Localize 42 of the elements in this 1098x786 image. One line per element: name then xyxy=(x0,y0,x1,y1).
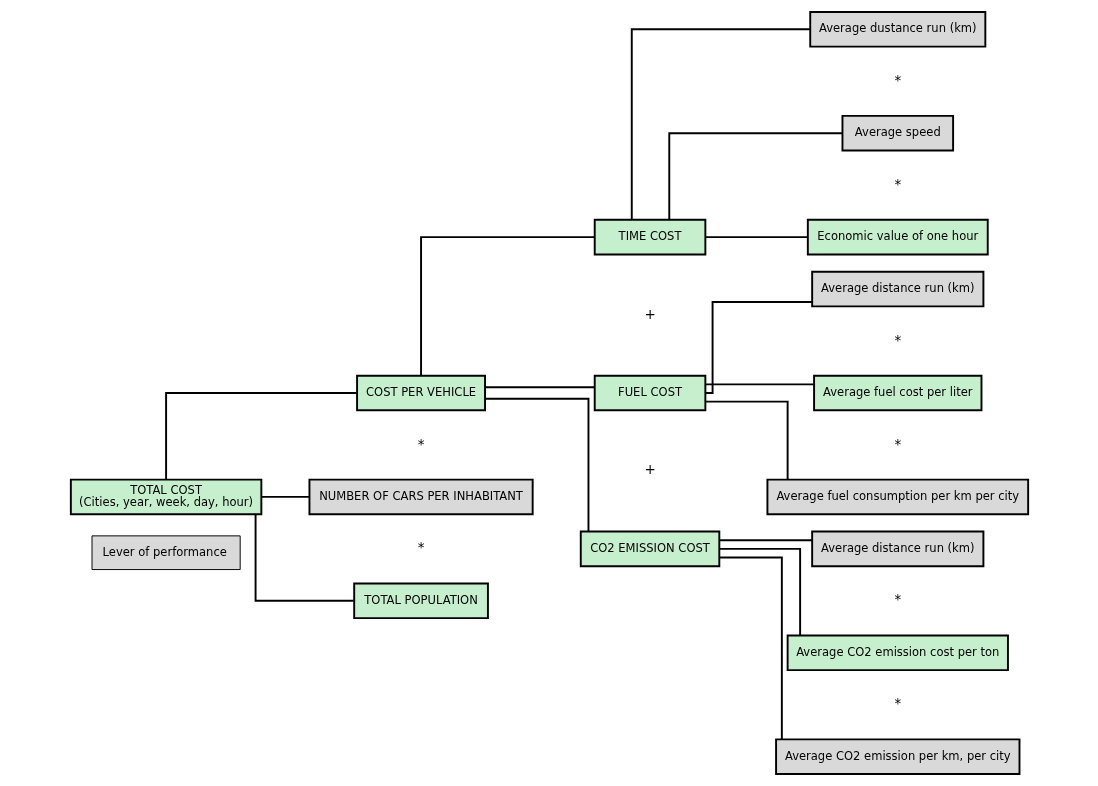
node-box: FUEL COST xyxy=(593,374,706,412)
connector xyxy=(259,495,310,498)
node-box: Average speed xyxy=(841,114,954,152)
connector xyxy=(630,28,811,221)
node-box: TIME COST xyxy=(593,218,706,256)
connector xyxy=(704,400,789,481)
node-box: COST PER VEHICLE xyxy=(355,374,486,412)
label: + xyxy=(643,306,656,322)
connector xyxy=(717,556,783,741)
connector xyxy=(704,383,815,386)
connector xyxy=(717,539,813,542)
node-box: NUMBER OF CARS PER INHABITANT xyxy=(308,478,534,516)
node-box: CO2 EMISSION COST xyxy=(579,530,720,568)
connector xyxy=(717,547,801,637)
connector xyxy=(703,301,813,394)
connector xyxy=(254,513,355,602)
connector xyxy=(483,386,595,389)
node-box: Average fuel cost per liter xyxy=(812,374,982,412)
node-box: Economic value of one hour xyxy=(806,218,989,256)
connector xyxy=(483,397,589,533)
node-box: Average CO2 emission cost per ton xyxy=(786,634,1009,672)
node-box: TOTAL POPULATION xyxy=(352,582,489,620)
node-box: TOTAL COST (Cities, year, week, day, hour) xyxy=(69,478,262,516)
label: * xyxy=(893,436,901,452)
connector xyxy=(667,132,843,221)
node-box: Average dustance run (km) xyxy=(808,11,986,48)
connector xyxy=(419,236,596,377)
label: * xyxy=(893,696,901,712)
label: + xyxy=(643,462,656,478)
label: * xyxy=(417,540,424,556)
legend-label: Lever of performance xyxy=(102,545,227,560)
label: * xyxy=(893,332,901,348)
node-box: Average distance run (km) xyxy=(810,270,984,308)
label: * xyxy=(893,592,901,608)
label: * xyxy=(893,176,901,192)
label: * xyxy=(893,72,901,88)
node-box: Average distance run (km) xyxy=(810,530,984,568)
node-box: Average CO2 emission per km, per city xyxy=(774,738,1020,775)
label: * xyxy=(417,436,424,452)
node-box: Average fuel consumption per km per city xyxy=(765,478,1029,516)
connector xyxy=(704,236,809,239)
connector xyxy=(164,392,358,481)
